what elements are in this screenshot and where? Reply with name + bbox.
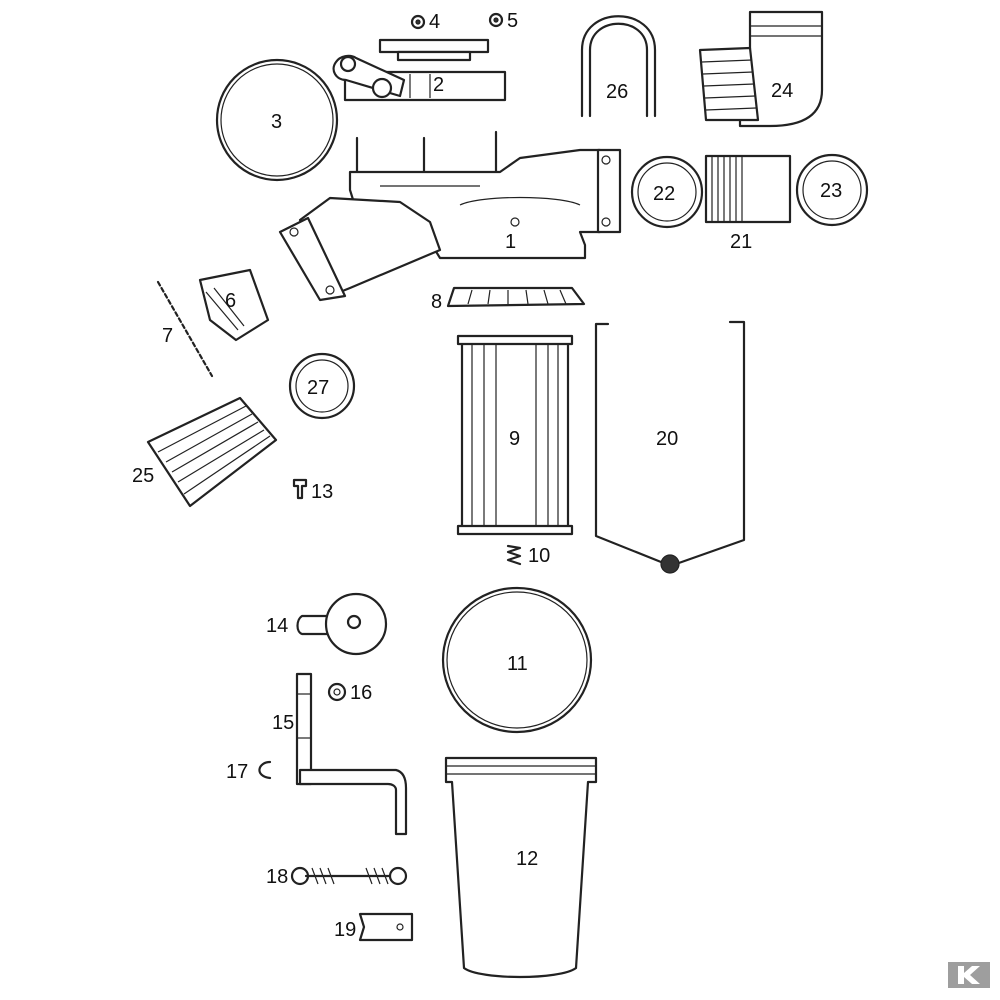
- part-10-spring: [506, 544, 522, 566]
- part-24-elbow-hose: [698, 10, 824, 128]
- part-22-ring: [630, 155, 704, 229]
- part-label-9: 9: [509, 428, 520, 450]
- part-label-13: 13: [311, 481, 333, 503]
- part-14-valve-body: [296, 592, 388, 656]
- part-label-27: 27: [307, 377, 329, 399]
- part-1-filter-housing: [278, 130, 622, 302]
- part-label-20: 20: [656, 428, 678, 450]
- part-label-8: 8: [431, 291, 442, 313]
- part-25-bellows-hose: [146, 396, 278, 508]
- part-label-17: 17: [226, 761, 248, 783]
- part-3-gasket-ring: [215, 58, 339, 182]
- part-21-hose-connector: [704, 154, 792, 224]
- part-label-15: 15: [272, 712, 294, 734]
- part-18-tension-spring: [290, 866, 408, 886]
- part-15-drain-tube: [295, 672, 408, 836]
- part-label-21: 21: [730, 231, 752, 253]
- part-label-18: 18: [266, 866, 288, 888]
- part-label-2: 2: [433, 74, 444, 96]
- part-6-adapter: [198, 268, 270, 342]
- part-label-11: 11: [507, 653, 528, 675]
- part-11-bowl-gasket: [441, 586, 593, 734]
- part-label-12: 12: [516, 848, 538, 870]
- brand-logo: [948, 962, 990, 988]
- part-label-4: 4: [429, 11, 440, 33]
- part-26-u-bolt: [580, 15, 657, 118]
- part-20-bail-wire: [594, 320, 746, 574]
- part-label-14: 14: [266, 615, 288, 637]
- part-17-clip: [258, 760, 272, 780]
- part-19-block: [358, 912, 414, 942]
- part-16-nut: [327, 682, 347, 702]
- part-label-5: 5: [507, 10, 518, 32]
- part-label-3: 3: [271, 111, 282, 133]
- part-4-nut: [410, 14, 426, 30]
- part-label-25: 25: [132, 465, 154, 487]
- part-label-23: 23: [820, 180, 842, 202]
- part-9-filter-cartridge: [456, 334, 574, 536]
- part-5-nut: [488, 12, 504, 28]
- part-7-rod: [156, 280, 214, 378]
- part-label-26: 26: [606, 81, 628, 103]
- part-8-grid-plate: [446, 286, 586, 308]
- part-label-6: 6: [225, 290, 236, 312]
- part-2-bracket: [332, 38, 507, 102]
- part-label-10: 10: [528, 545, 550, 567]
- part-label-19: 19: [334, 919, 356, 941]
- part-23-ring: [795, 153, 869, 227]
- part-27-ring: [288, 352, 356, 420]
- part-12-sediment-bowl: [444, 756, 598, 979]
- part-label-24: 24: [771, 80, 793, 102]
- part-label-1: 1: [505, 231, 516, 253]
- part-13-screw: [292, 478, 308, 500]
- part-label-16: 16: [350, 682, 372, 704]
- part-label-22: 22: [653, 183, 675, 205]
- part-label-7: 7: [162, 325, 173, 347]
